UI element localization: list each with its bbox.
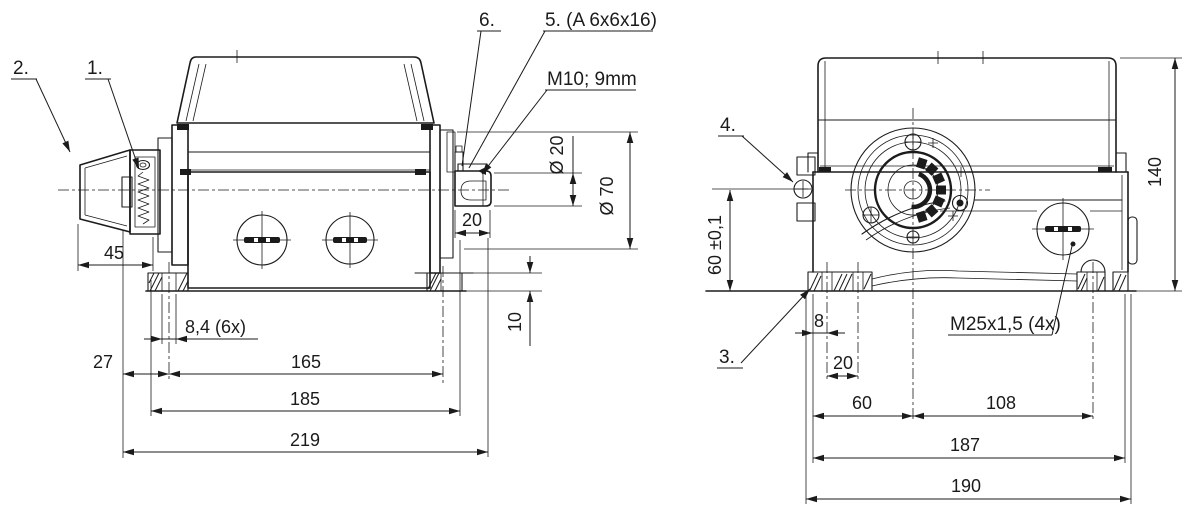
- dim-left-offset: 27: [93, 352, 113, 372]
- output-shaft-side: [454, 163, 492, 207]
- dim-hole-span: 165: [291, 352, 321, 372]
- front-dimensions: 60 ±0,1 140 8 20 60 108 187: [705, 57, 1182, 504]
- dim-foot-span: 187: [950, 435, 980, 455]
- dim-overall-length: 219: [290, 430, 320, 450]
- cable-gland-side-2: [322, 212, 378, 268]
- callout-4-label: 4.: [720, 115, 736, 136]
- callout-3-label: 3.: [719, 347, 735, 368]
- dim-flange-span: 185: [290, 389, 320, 409]
- callout-5-label: 5. (A 6x6x16): [545, 10, 657, 31]
- callout-gland-thread-label: M25x1,5 (4x): [950, 314, 1061, 335]
- callout-shaft-thread-label: M10; 9mm: [547, 69, 637, 90]
- dim-slot-pitch: 20: [833, 353, 853, 373]
- front-callouts: 4. 3. M25x1,5 (4x): [717, 115, 1076, 369]
- callout-6-label: 6.: [479, 10, 495, 31]
- flange-screw-left: [862, 206, 880, 224]
- dim-shaft-diameter: Ø 20: [547, 135, 567, 174]
- dim-step-height: 10: [505, 312, 525, 332]
- flange-screw-right: [951, 194, 969, 212]
- spindle-mechanism: [121, 149, 161, 235]
- mounting-feet-side: [145, 272, 467, 292]
- housing-lid-side: [176, 50, 435, 175]
- flange-screw-bottom: [906, 230, 920, 244]
- dim-cone-length: 45: [104, 243, 124, 263]
- cable-gland-side-1: [233, 211, 291, 269]
- dim-slot-offset: 8: [814, 311, 824, 331]
- gear-teeth: [911, 157, 946, 223]
- ground-terminal: [793, 156, 816, 222]
- side-callouts: 2. 1. 6. 5. (A 6x6x16) M10; 9mm: [11, 10, 657, 175]
- dim-foot-slot: 8,4 (6x): [185, 317, 246, 337]
- side-view: 45 8,4 (6x) 27 165 185 219: [11, 10, 657, 458]
- right-end-plates: [429, 124, 464, 274]
- dim-overall-width: 190: [951, 476, 981, 496]
- callout-2-label: 2.: [13, 58, 29, 79]
- dim-flange-diameter: Ø 70: [597, 176, 617, 215]
- mounting-feet-front: [705, 259, 1137, 292]
- cable-gland-front: [1032, 198, 1094, 260]
- housing-lid-front: [807, 51, 1127, 173]
- front-view: 60 ±0,1 140 8 20 60 108 187: [705, 51, 1182, 504]
- flange-screw-top: [904, 133, 922, 151]
- side-dimensions: 45 8,4 (6x) 27 165 185 219: [77, 131, 638, 458]
- dim-shaft-length: 20: [462, 210, 482, 230]
- drive-flange: [850, 127, 976, 253]
- dim-axis-to-left: 60: [852, 393, 872, 413]
- dim-axis-height: 60 ±0,1: [705, 215, 725, 275]
- left-end-plates: [157, 124, 189, 266]
- dim-axis-to-right-hole: 108: [986, 393, 1016, 413]
- dim-overall-height: 140: [1145, 157, 1165, 187]
- callout-1-label: 1.: [87, 58, 103, 79]
